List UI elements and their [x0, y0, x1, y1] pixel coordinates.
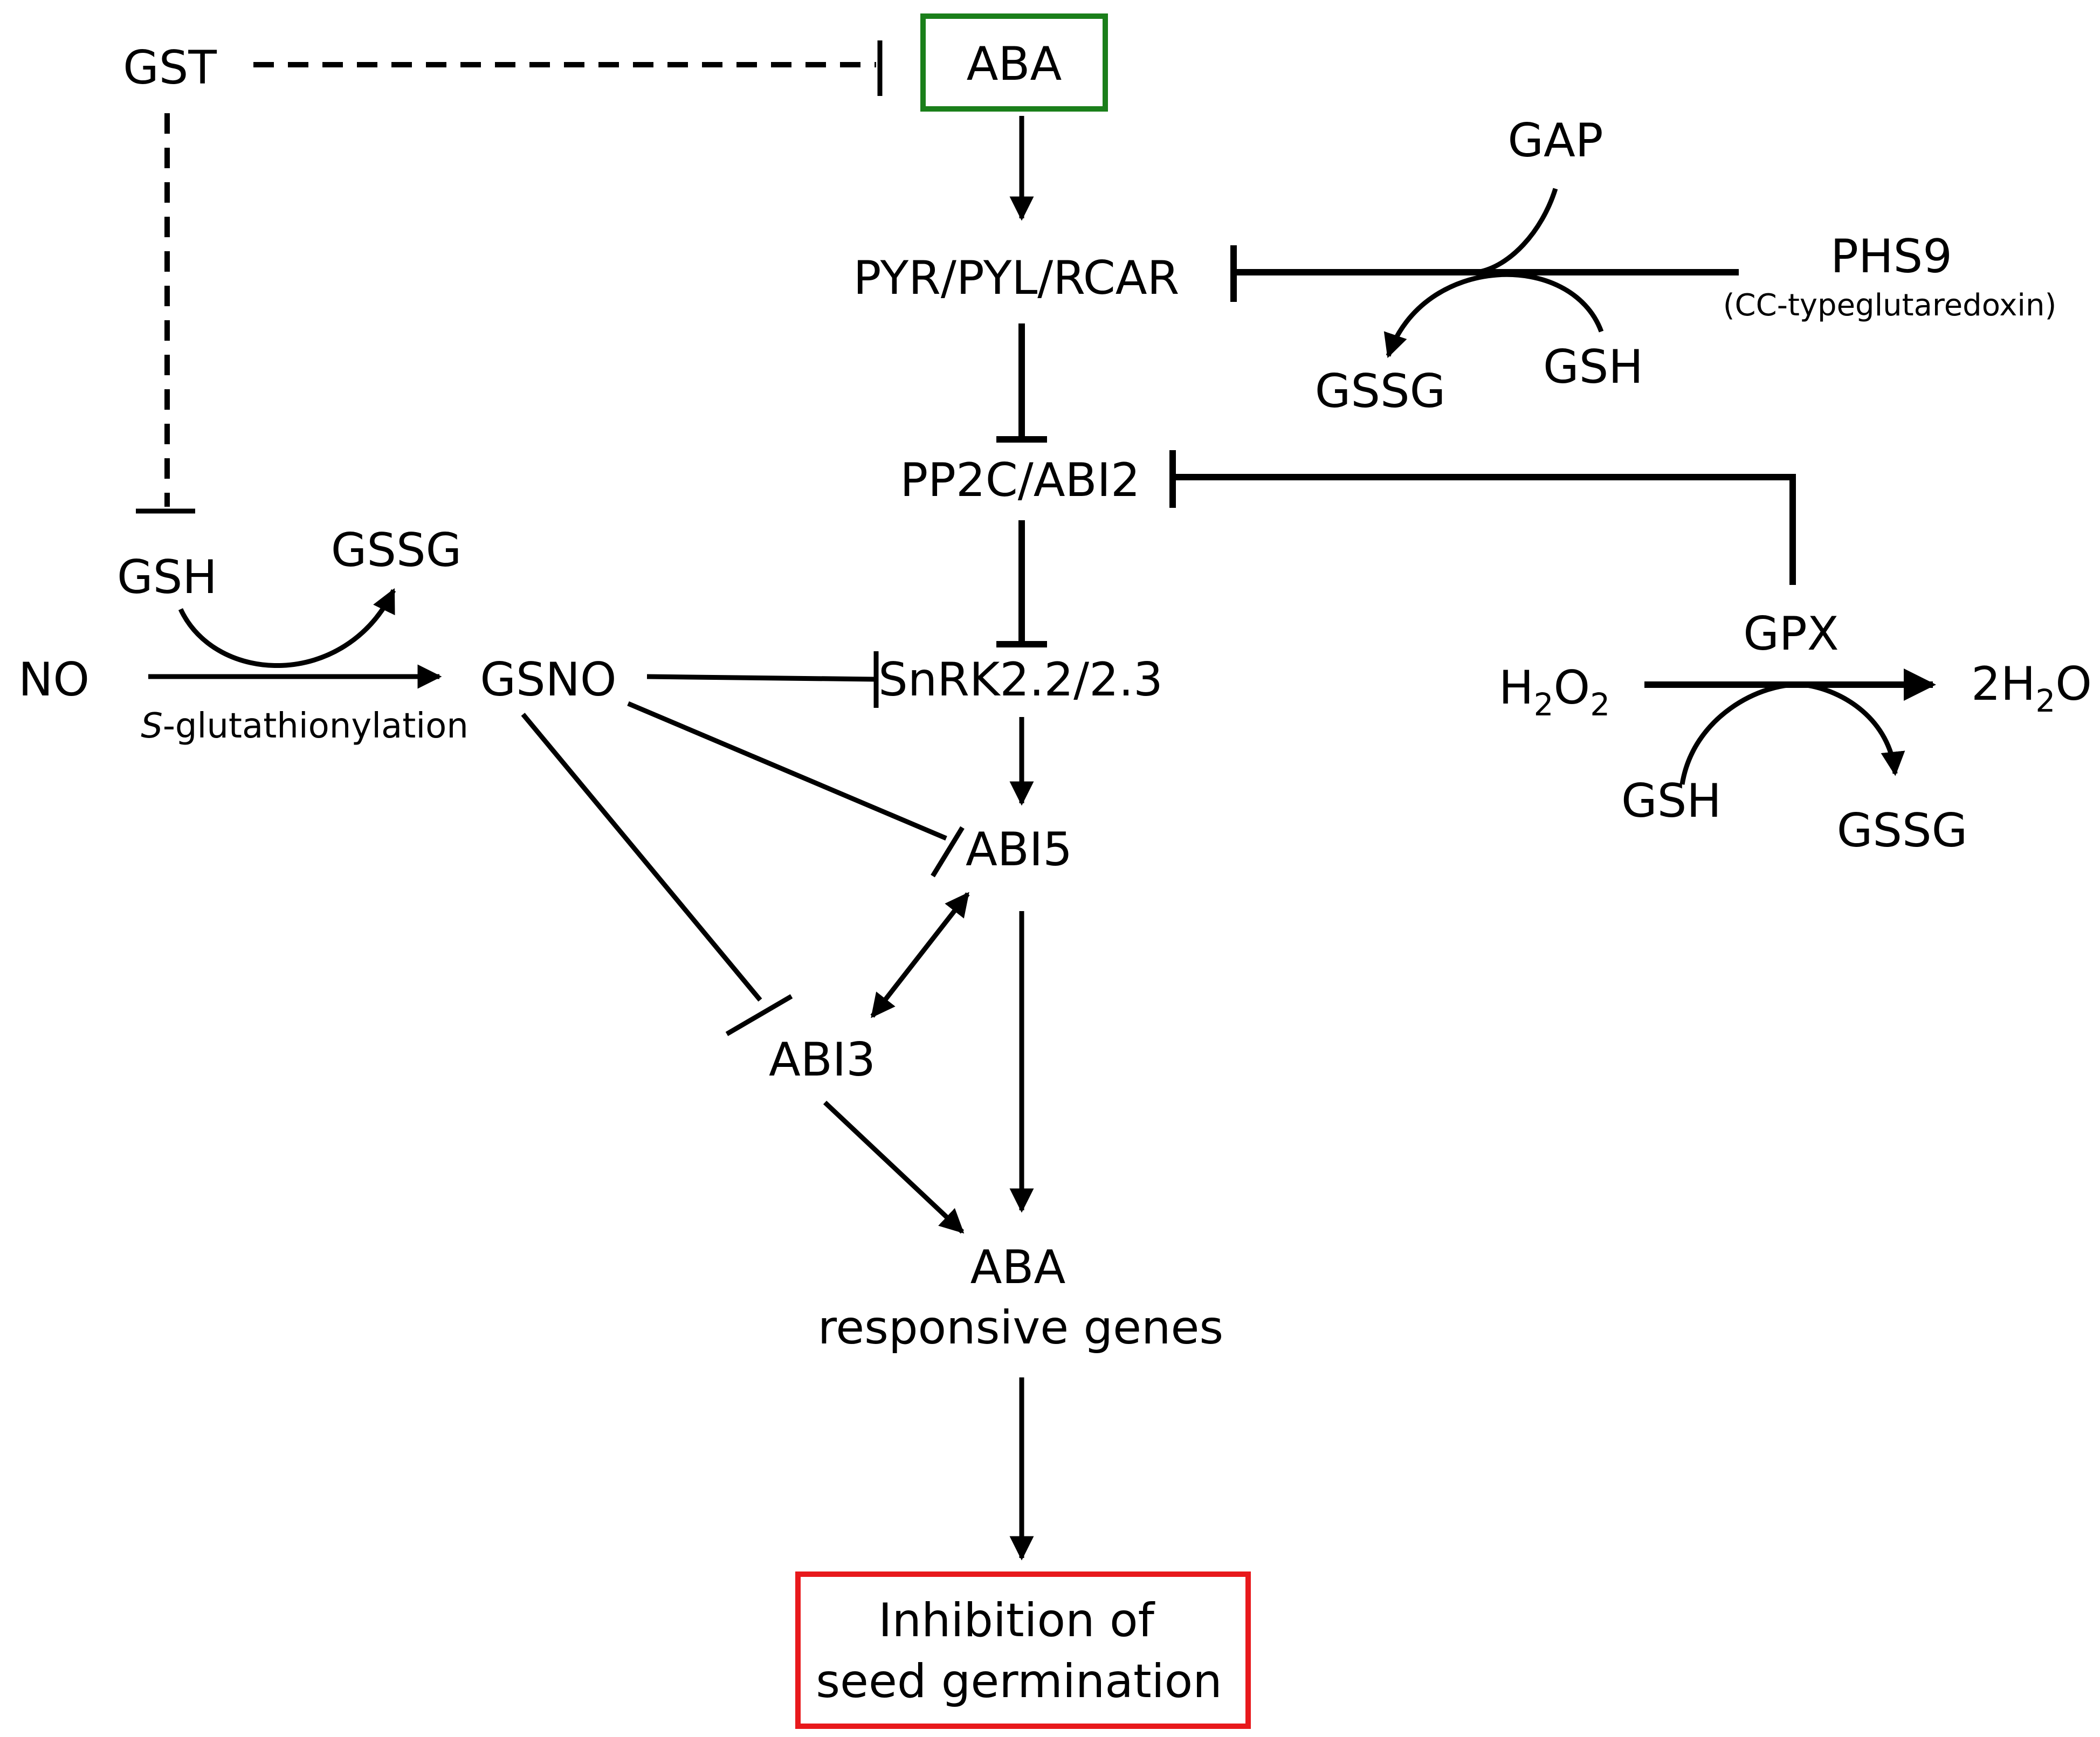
label-glutathionylation: S-glutathionylation: [141, 706, 469, 746]
label-water: 2H2O: [1971, 657, 2092, 719]
aba-box: [920, 13, 1108, 112]
label-gsno: GSNO: [480, 653, 616, 707]
label-h2o2: H2O2: [1499, 661, 1610, 723]
inhibit-gsno-to-snrk: [646, 674, 877, 682]
label-pp2c: PP2C/ABI2: [900, 453, 1140, 507]
curve-gsh-to-gssg-left: [178, 588, 396, 668]
label-gpx: GPX: [1743, 607, 1839, 661]
inhibit-gsno-to-abi5-bar: [931, 826, 965, 878]
arrow-abi5-abi3-bidirectional: [870, 892, 970, 1018]
label-pyr: PYR/PYL/RCAR: [853, 251, 1180, 305]
label-snrk: SnRK2.2/2.3: [878, 653, 1163, 707]
label-phs9-note: (CC-typeglutaredoxin): [1723, 288, 2057, 323]
label-no: NO: [18, 653, 89, 707]
label-abi5: ABI5: [966, 823, 1072, 877]
label-gssg-top: GSSG: [1315, 364, 1445, 418]
label-gssg-right: GSSG: [1837, 804, 1967, 858]
outcome-box: [795, 1571, 1251, 1729]
label-gsh-left: GSH: [117, 550, 217, 604]
label-gssg-left: GSSG: [331, 523, 462, 577]
label-phs9: PHS9: [1830, 230, 1952, 284]
inhibit-gpx-to-pp2c: [1173, 474, 1796, 585]
label-abi3: ABI3: [769, 1033, 876, 1087]
inhibit-gsno-to-abi5: [627, 701, 947, 841]
label-outcome-1: Inhibition of: [878, 1594, 1155, 1648]
label-gsh-right: GSH: [1621, 774, 1722, 828]
inhibit-gsno-to-abi3-bar: [725, 994, 793, 1036]
label-aba: ABA: [967, 37, 1062, 91]
inhibit-gsno-to-abi3: [521, 713, 762, 1002]
label-gst: GST: [123, 41, 217, 95]
arrow-abi3-to-genes: [823, 1100, 965, 1234]
label-outcome-2: seed germination: [816, 1655, 1222, 1708]
label-gsh-top: GSH: [1543, 340, 1643, 394]
label-aba-genes-2: responsive genes: [818, 1301, 1223, 1355]
curve-gsh-to-gssg-top: [1383, 272, 1604, 359]
curve-gsh-right: [1679, 682, 1804, 785]
label-aba-genes-1: ABA: [970, 1240, 1066, 1294]
label-gap: GAP: [1507, 114, 1603, 168]
curve-gap-in: [1477, 188, 1558, 275]
curve-to-gssg-right: [1803, 682, 1905, 776]
